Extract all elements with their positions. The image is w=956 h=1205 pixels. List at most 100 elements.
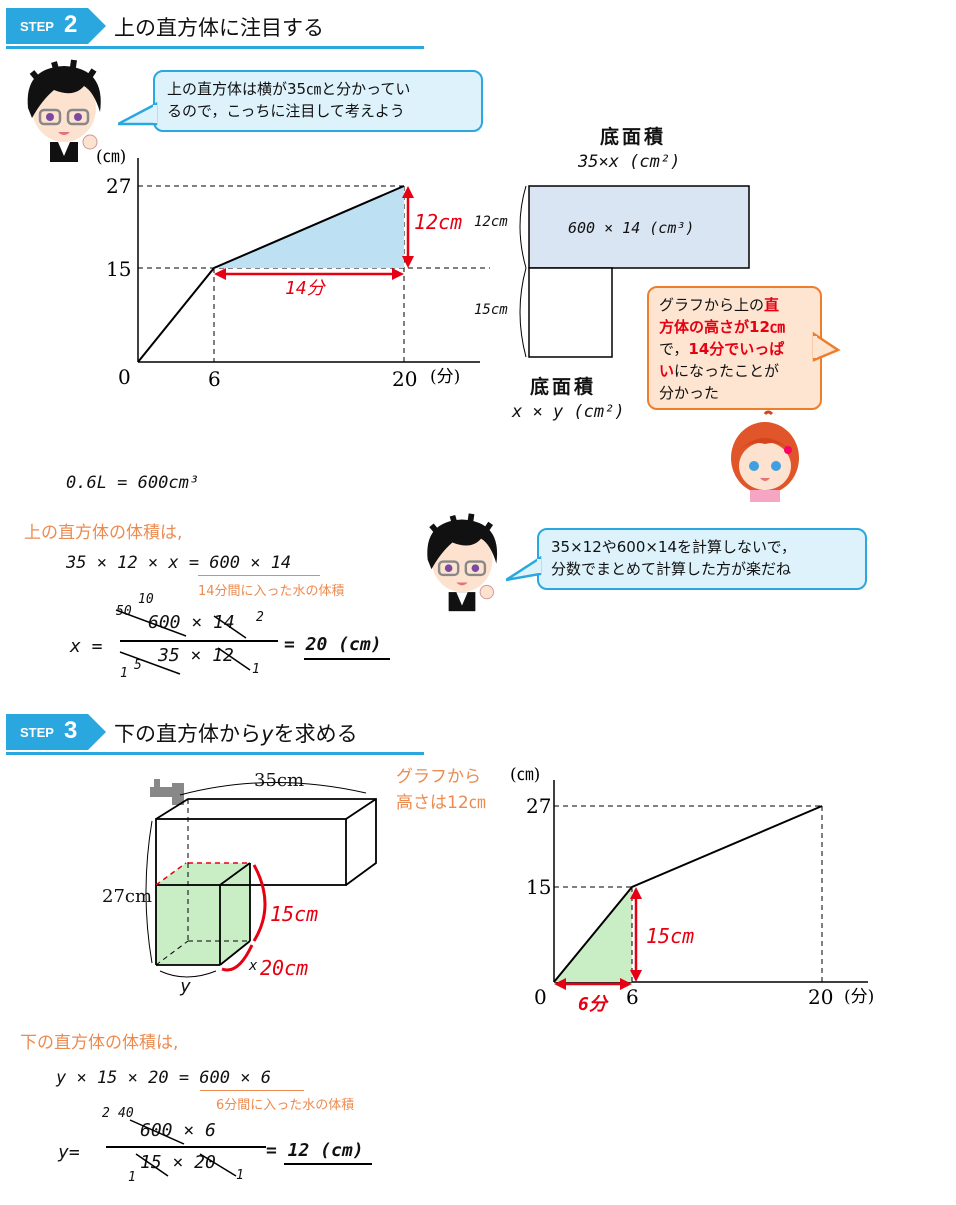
speech-bubble-girl: グラフから上の直 方体の高さが12㎝ で，14分でいっぱ いになったことが 分か… — [647, 286, 822, 410]
x-equals: x = — [70, 636, 103, 657]
prism-diagram — [519, 185, 750, 358]
fraction-denominator: 15 × 20 — [140, 1152, 216, 1173]
x-tick-6: 6 — [208, 367, 221, 391]
x-tick-6: 6 — [626, 985, 639, 1009]
note-text: 高さは12㎝ — [396, 793, 486, 813]
y-unit-label: (㎝) — [96, 147, 126, 167]
duration-6-label: 6分 — [578, 994, 607, 1015]
fraction-denominator: 35 × 12 — [158, 645, 234, 666]
speech-bubble-boy-2: 35×12や600×14を計算しないで， 分数でまとめて計算した方が楽だね — [537, 528, 867, 590]
origin-label: 0 — [534, 985, 547, 1009]
y-tick-27: 27 — [526, 794, 551, 818]
volume-heading: 下の直方体の体積は, — [20, 1033, 179, 1053]
y-tick-15: 15 — [106, 257, 131, 281]
prism-inner-volume: 600 × 14 (cm³) — [568, 219, 695, 237]
result-12cm: = 12 (cm) — [266, 1140, 364, 1161]
volume-equation: y × 15 × 20 = 600 × 6 — [56, 1068, 271, 1088]
dim-20cm-red: 20cm — [260, 956, 309, 980]
cancel-note: 1 — [128, 1170, 136, 1185]
bubble-text: で，14分でいっぱ — [659, 340, 785, 358]
step-badge: STEP 3 — [6, 714, 106, 750]
prism-height-top: 12cm — [474, 214, 508, 230]
step-number: 3 — [64, 717, 78, 744]
var-x: x — [249, 958, 258, 974]
result-underline — [284, 1163, 372, 1165]
step-number: 2 — [64, 11, 78, 38]
boy-avatar-icon — [427, 513, 498, 612]
bubble-text: 分かった — [659, 384, 720, 402]
bubble-text: るので，こっちに注目して考えよう — [167, 102, 405, 120]
result-underline — [304, 658, 390, 660]
y-tick-15: 15 — [526, 875, 551, 899]
step-underline — [6, 46, 424, 49]
step-badge: STEP 2 — [6, 8, 106, 44]
cancel-note: 5 — [134, 658, 142, 673]
volume-heading: 上の直方体の体積は, — [24, 523, 183, 543]
note-text: グラフから — [396, 767, 481, 787]
graph-2: (㎝) 27 15 0 6 20 (分) — [510, 765, 874, 1009]
graph-1: (㎝) 27 15 0 6 20 (分) — [96, 147, 490, 391]
prism-bottom-formula: x × y (cm²) — [512, 402, 625, 422]
y-tick-27: 27 — [106, 174, 131, 198]
rise-15cm-label: 15cm — [646, 924, 695, 948]
bubble-text: いになったことが — [659, 362, 780, 380]
duration-14-label: 14分 — [285, 278, 325, 299]
volume-equation: 35 × 12 × x = 600 × 14 — [66, 553, 292, 573]
prism-bottom-title: 底面積 — [530, 376, 597, 398]
step-underline — [6, 752, 424, 755]
tank-diagram — [145, 779, 377, 978]
cancel-note: 1 — [236, 1168, 244, 1183]
speech-bubble-boy-1: 上の直方体は横が35㎝と分かってい るので，こっちに注目して考えよう — [153, 70, 483, 132]
boy-avatar-icon — [27, 59, 101, 162]
underline — [198, 575, 320, 576]
cancel-note: 40 — [118, 1106, 134, 1121]
underline — [200, 1090, 304, 1091]
cancel-strokes — [129, 1119, 237, 1177]
step-label: STEP — [20, 19, 54, 34]
graph-note: グラフから 高さは12㎝ — [396, 764, 486, 816]
cancel-note: 50 — [116, 604, 132, 619]
fraction-bar — [120, 640, 278, 642]
unit-conversion: 0.6L = 600cm³ — [66, 473, 200, 493]
bubble-text: グラフから上の直 — [659, 296, 780, 314]
fraction-bar — [106, 1146, 266, 1148]
cancel-note: 1 — [120, 666, 128, 681]
y-unit-label: (㎝) — [510, 765, 540, 785]
volume-note: 14分間に入った水の体積 — [198, 584, 345, 599]
step-title: 上の直方体に注目する — [114, 16, 324, 40]
girl-avatar-icon — [731, 410, 799, 502]
bubble-tail — [506, 556, 542, 582]
dim-15cm-red: 15cm — [270, 902, 319, 926]
x-unit-label: (分) — [844, 987, 874, 1007]
x-unit-label: (分) — [430, 367, 460, 387]
fraction-numerator: 600 × 6 — [140, 1120, 216, 1141]
x-tick-20: 20 — [392, 367, 417, 391]
cancel-strokes — [115, 609, 251, 675]
dim-35cm: 35cm — [254, 770, 305, 791]
origin-label: 0 — [118, 365, 131, 389]
var-y: y — [180, 976, 191, 997]
bubble-text: 分数でまとめて計算した方が楽だね — [551, 560, 792, 578]
water-level-line — [137, 185, 405, 363]
fraction-numerator: 600 × 14 — [148, 612, 235, 633]
y-equals: y= — [58, 1142, 80, 1163]
result-20cm: = 20 (cm) — [284, 634, 382, 655]
dim-27cm: 27cm — [102, 886, 153, 907]
x-tick-20: 20 — [808, 985, 833, 1009]
bubble-text: 方体の高さが12㎝ — [659, 318, 785, 336]
step-title: 下の直方体からyを求める — [114, 722, 358, 746]
bubble-tail — [812, 331, 841, 362]
prism-top-formula: 35×x (cm²) — [578, 152, 681, 172]
bubble-text: 上の直方体は横が35㎝と分かってい — [167, 80, 411, 98]
cancel-note: 10 — [138, 592, 154, 607]
bubble-tail — [118, 102, 158, 126]
bubble-text: 35×12や600×14を計算しないで， — [551, 538, 796, 556]
prism-height-bottom: 15cm — [474, 302, 508, 318]
volume-note: 6分間に入った水の体積 — [216, 1098, 355, 1113]
cancel-note: 1 — [252, 662, 260, 677]
prism-top-title: 底面積 — [600, 126, 667, 148]
cancel-note: 2 — [102, 1106, 110, 1121]
cancel-note: 2 — [256, 610, 264, 625]
faucet-icon — [150, 779, 184, 805]
step-label: STEP — [20, 725, 54, 740]
